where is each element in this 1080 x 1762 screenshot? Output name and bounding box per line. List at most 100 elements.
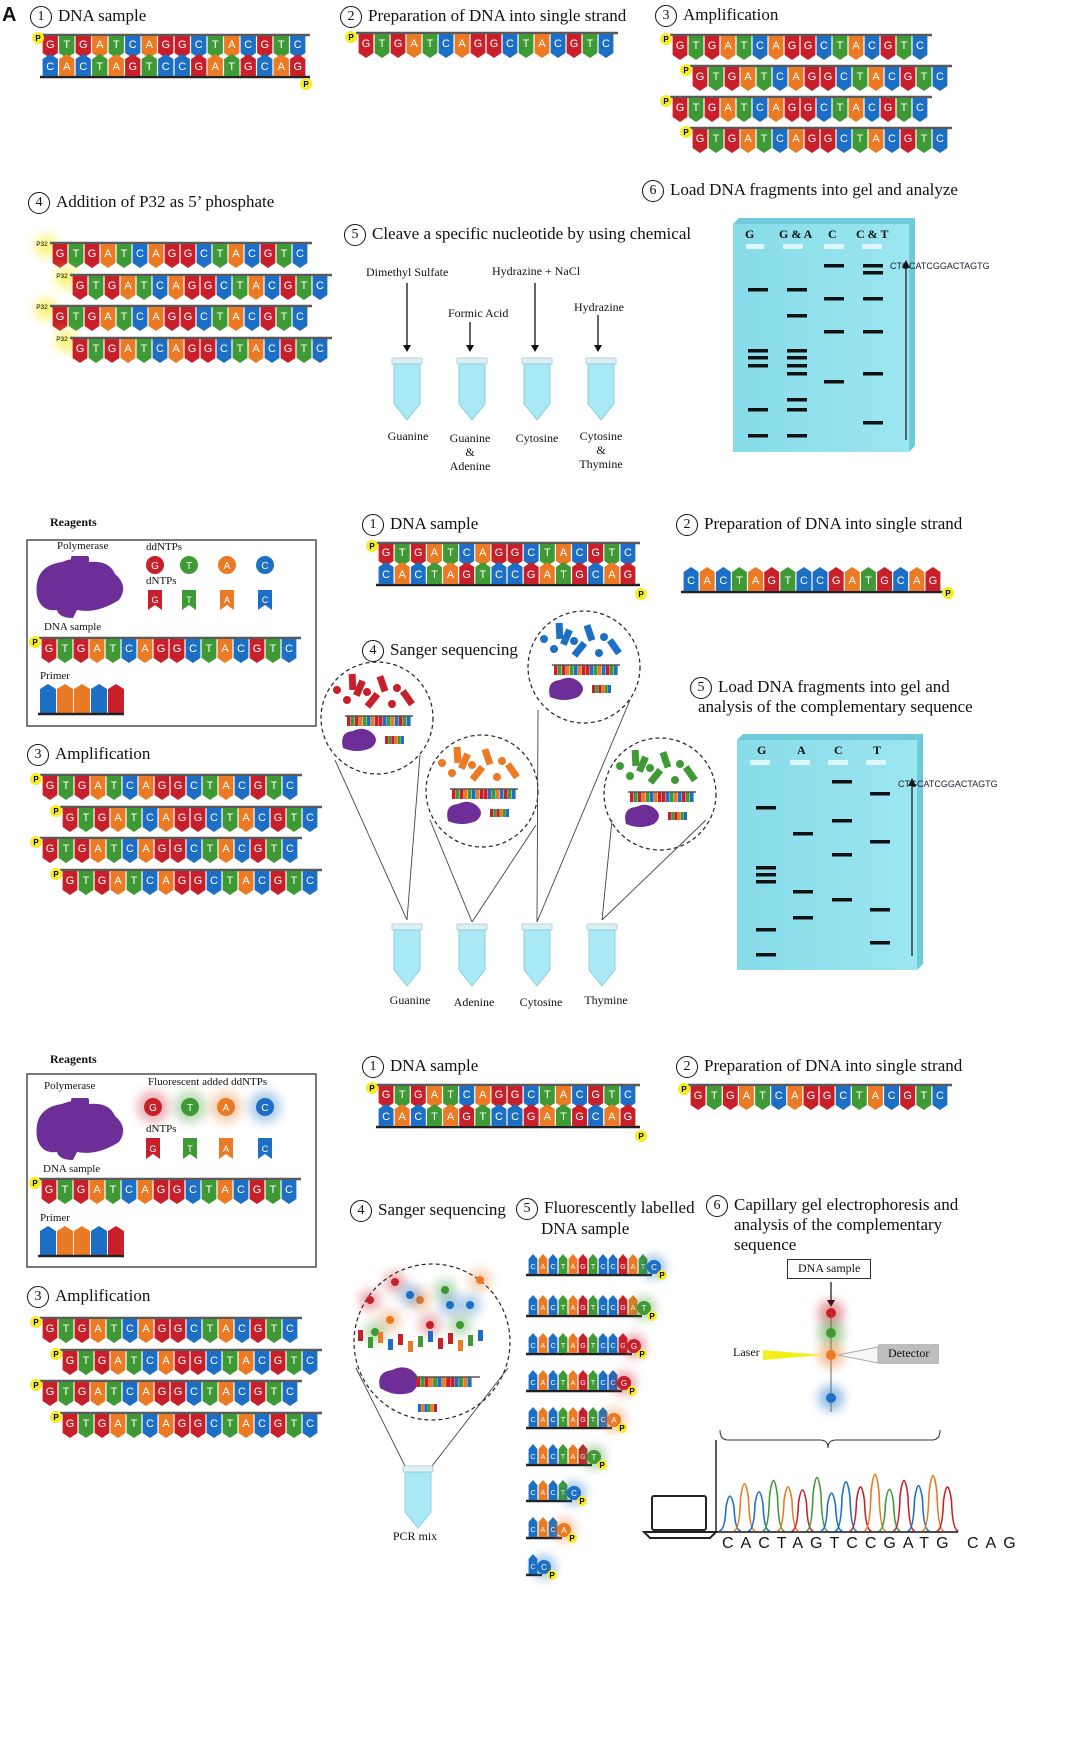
nucleotide-letter: A xyxy=(104,248,112,260)
nucleotide-G xyxy=(250,776,266,800)
nucleotide-C xyxy=(302,1414,318,1438)
nucleotide-C xyxy=(864,36,880,60)
nucleotide-G xyxy=(804,129,820,153)
phosphate-label: P xyxy=(663,97,669,106)
dntp-flag xyxy=(631,749,640,767)
nucleotide-C xyxy=(240,36,256,58)
step-number-6: 6 xyxy=(706,1195,728,1218)
step-number-2: 2 xyxy=(676,514,698,537)
nucleotide-letter: C xyxy=(414,1111,422,1123)
nucleotide-T xyxy=(266,839,282,863)
a-tube-label-g: Guanine xyxy=(387,429,429,443)
nucleotide-letter: G xyxy=(575,1111,584,1123)
phosphate-dot xyxy=(50,805,62,817)
nucleotide-letter: C xyxy=(550,1305,555,1312)
nucleotide-letter: T xyxy=(447,1089,454,1101)
nucleotide-letter: C xyxy=(550,1490,555,1497)
fragment-bar xyxy=(488,789,492,799)
a-tube xyxy=(585,357,617,421)
nucleotide-A xyxy=(848,36,864,60)
a-gel-lane-ct: C & T xyxy=(856,227,889,241)
nucleotide-G xyxy=(164,307,180,331)
nucleotide-C xyxy=(683,567,699,591)
dntp-letter: G xyxy=(151,595,158,605)
nucleotide-letter: T xyxy=(110,643,117,655)
nucleotide-T xyxy=(582,34,598,58)
nucleotide-letter: C xyxy=(126,1323,134,1335)
nucleotide-letter: G xyxy=(570,38,579,50)
nucleotide-letter: A xyxy=(113,61,121,73)
nucleotide-G xyxy=(190,1414,206,1438)
nucleotide-letter: C xyxy=(820,102,828,114)
nucleotide-G xyxy=(174,1351,190,1375)
fluor-dot xyxy=(476,1276,484,1284)
nucleotide-T xyxy=(558,1254,568,1274)
fragment-bar xyxy=(650,792,654,802)
nucleotide-letter: A xyxy=(724,102,732,114)
nucleotide-C xyxy=(196,244,212,268)
nucleotide-letter: C xyxy=(530,1527,535,1534)
nucleotide-letter: A xyxy=(538,38,546,50)
nucleotide-letter: C xyxy=(190,843,198,855)
nucleotide-letter: T xyxy=(713,71,720,83)
nucleotide-letter: A xyxy=(458,38,466,50)
nucleotide-letter: C xyxy=(820,40,828,52)
nucleotide-letter: T xyxy=(73,311,80,323)
nucleotide-letter: C xyxy=(916,40,924,52)
tube-body xyxy=(588,929,616,987)
nucleotide-letter: T xyxy=(121,311,128,323)
nucleotide-letter: T xyxy=(713,133,720,145)
nucleotide-C xyxy=(884,129,900,153)
fragment-bar xyxy=(500,789,504,799)
nucleotide-G xyxy=(184,276,200,300)
nucleotide-A xyxy=(538,1444,548,1464)
fluor-end-T xyxy=(587,1450,601,1464)
nucleotide-G xyxy=(104,276,120,300)
nucleotide-T xyxy=(202,839,218,863)
nucleotide-letter: C xyxy=(527,547,535,559)
dntp-flag xyxy=(606,638,622,656)
chemical-label-hydrazine: Hydrazine xyxy=(574,300,624,314)
nucleotide-letter: C xyxy=(602,38,610,50)
primer-C xyxy=(91,1226,107,1255)
ddntp-dot xyxy=(676,760,684,768)
nucleotide-G xyxy=(578,1370,588,1390)
chrom-peak-C xyxy=(820,1492,843,1532)
nucleotide-letter: T xyxy=(291,1418,298,1430)
c-step5-label-b: DNA sample xyxy=(541,1219,630,1238)
nucleotide-letter: C xyxy=(800,575,808,587)
nucleotide-letter: G xyxy=(804,40,813,52)
gel-band xyxy=(748,364,768,368)
nucleotide-letter: T xyxy=(291,875,298,887)
nucleotide-letter: G xyxy=(624,569,633,581)
nucleotide-letter: T xyxy=(111,1386,118,1398)
phosphate-dot xyxy=(637,1349,647,1359)
connector-line xyxy=(429,819,473,923)
step-number-6: 6 xyxy=(642,180,664,203)
nucleotide-letter: G xyxy=(929,575,938,587)
nucleotide-letter: T xyxy=(427,38,434,50)
nucleotide-letter: C xyxy=(888,71,896,83)
fragment-bar xyxy=(630,792,634,802)
nucleotide-letter: C xyxy=(610,1264,615,1271)
nucleotide-T xyxy=(756,129,772,153)
nucleotide-letter: T xyxy=(146,61,153,73)
nucleotide-T xyxy=(286,871,302,895)
nucleotide-C xyxy=(244,307,260,331)
nucleotide-letter: G xyxy=(161,39,170,51)
nucleotide-A xyxy=(89,1180,105,1204)
nucleotide-letter: C xyxy=(624,1089,632,1101)
nucleotide-letter: G xyxy=(184,248,193,260)
nucleotide-letter: T xyxy=(301,343,308,355)
nucleotide-letter: C xyxy=(624,547,632,559)
nucleotide-letter: T xyxy=(447,547,454,559)
nucleotide-G xyxy=(800,36,816,60)
mini-polymerase xyxy=(625,804,659,827)
nucleotide-T xyxy=(736,98,752,122)
